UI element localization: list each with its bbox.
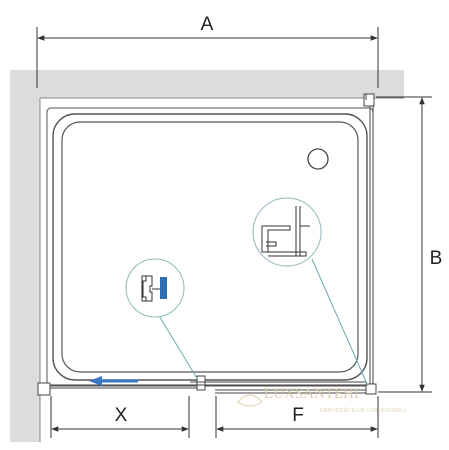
drain-icon	[308, 149, 328, 169]
shower-tray	[47, 108, 373, 386]
dimension-b	[376, 97, 432, 392]
dimension-f-label: F	[292, 405, 304, 426]
watermark-brand: LUXSANTEHI	[264, 386, 359, 402]
dimension-b-label: B	[430, 248, 443, 269]
door-profile-detail	[126, 259, 184, 317]
wall-profile-detail	[253, 198, 321, 266]
detail-leader-lines	[158, 259, 368, 386]
dimension-a-label: A	[201, 14, 214, 35]
watermark-tagline: ЕВРОПЕЙСКАЯ САНТЕХНИКА	[320, 406, 407, 414]
dimension-x-label: X	[115, 405, 128, 426]
right-wall-profile	[364, 94, 376, 394]
watermark-logo: LUXSANTEHI ЕВРОПЕЙСКАЯ САНТЕХНИКА	[238, 386, 407, 414]
